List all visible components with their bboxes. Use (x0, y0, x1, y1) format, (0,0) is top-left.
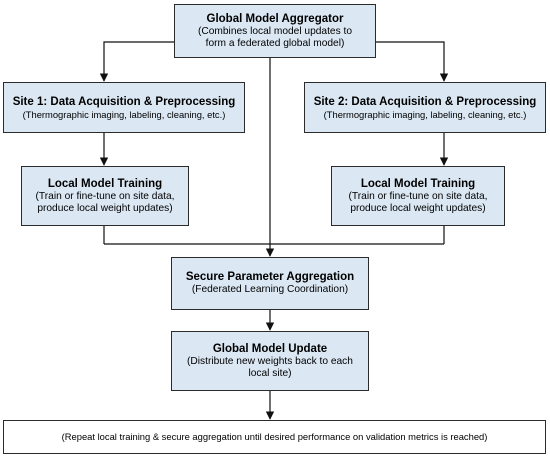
site2-data-acquisition-box: Site 2: Data Acquisition & Preprocessing… (304, 82, 546, 133)
train1-desc-line2: produce local weight updates) (37, 203, 173, 214)
train2-title: Local Model Training (360, 177, 476, 190)
site1-data-acquisition-box: Site 1: Data Acquisition & Preprocessing… (3, 82, 245, 133)
update-desc-line1: (Distribute new weights back to each (187, 355, 353, 367)
aggregator-title: Global Model Aggregator (206, 12, 344, 25)
site1-title: Site 1: Data Acquisition & Preprocessing (12, 95, 236, 108)
site1-desc: (Thermographic imaging, labeling, cleani… (22, 108, 226, 120)
update-title: Global Model Update (212, 342, 328, 355)
global-model-update-box: Global Model Update (Distribute new weig… (171, 331, 369, 391)
train1-desc-line1: (Train or fine-tune on site data, (35, 190, 175, 202)
train1-title: Local Model Training (47, 177, 163, 190)
site2-local-model-training-box: Local Model Training (Train or fine-tune… (331, 166, 505, 226)
repeat-desc: (Repeat local training & secure aggregat… (61, 431, 488, 442)
train2-desc-line2: produce local weight updates) (350, 203, 486, 214)
site1-local-model-training-box: Local Model Training (Train or fine-tune… (21, 166, 189, 226)
aggregator-desc-line2: form a federated global model) (205, 38, 345, 49)
secure-desc: (Federated Learning Coordination) (191, 284, 349, 296)
aggregator-desc-line1: (Combines local model updates to (197, 25, 353, 37)
arrow-aggregator-to-site1 (99, 41, 174, 82)
global-model-aggregator-box: Global Model Aggregator (Combines local … (174, 4, 376, 58)
update-desc-line2: local site) (248, 368, 292, 379)
secure-title: Secure Parameter Aggregation (185, 271, 355, 284)
arrow-aggregator-to-site2 (376, 41, 449, 82)
secure-parameter-aggregation-box: Secure Parameter Aggregation (Federated … (171, 257, 369, 310)
site2-title: Site 2: Data Acquisition & Preprocessing (313, 95, 537, 108)
repeat-loop-note-box: (Repeat local training & secure aggregat… (3, 420, 546, 454)
train2-desc-line1: (Train or fine-tune on site data, (348, 190, 488, 202)
site2-desc: (Thermographic imaging, labeling, cleani… (323, 108, 527, 120)
